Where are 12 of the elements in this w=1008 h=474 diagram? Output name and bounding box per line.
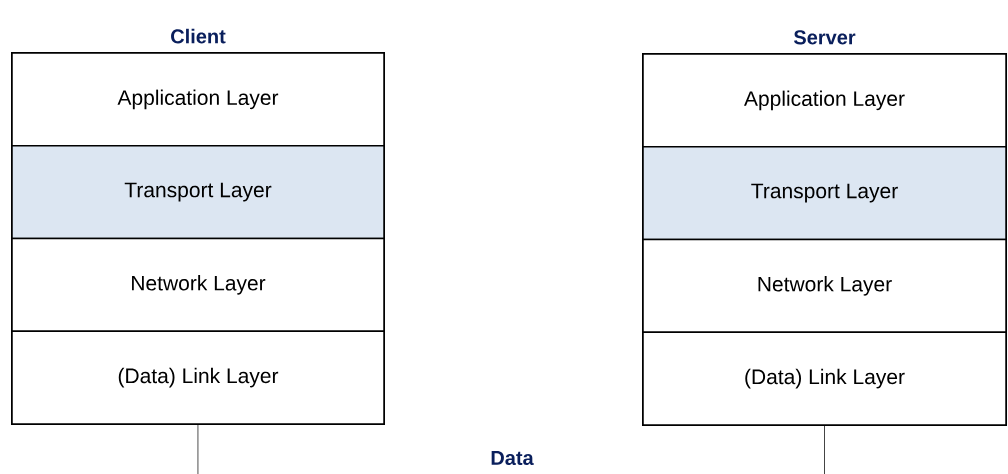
layer-box: Application Layer [11, 52, 385, 147]
connector-line [197, 424, 199, 474]
medium-label: Data [491, 451, 534, 465]
layer-box: Application Layer [642, 53, 1007, 148]
stack-heading: Client [171, 28, 226, 44]
layer-box: Transport Layer [11, 144, 385, 240]
layer-box: (Data) Link Layer [11, 330, 385, 425]
stack-heading: Server [793, 30, 856, 45]
layer-box: Network Layer [11, 237, 385, 333]
layer-box: Network Layer [642, 238, 1007, 334]
layer-box: (Data) Link Layer [642, 331, 1007, 426]
layer-box: Transport Layer [642, 145, 1007, 241]
